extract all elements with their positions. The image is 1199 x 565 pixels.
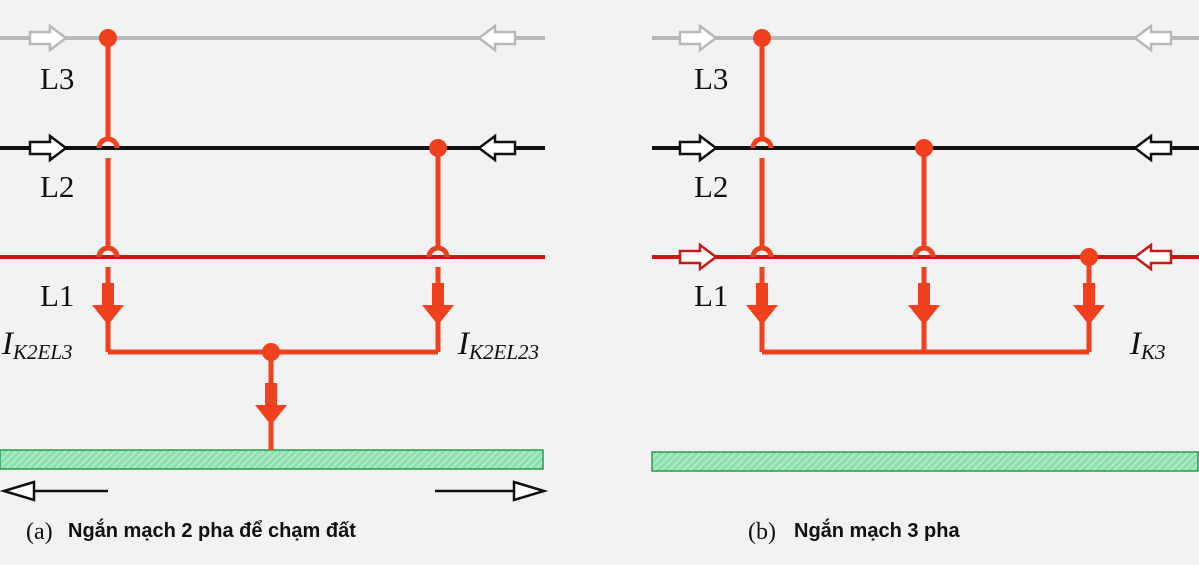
phase-label-l3: L3 — [40, 61, 74, 96]
current-label: IK3 — [1129, 326, 1166, 364]
caption-title: Ngắn mạch 2 pha để chạm đất — [68, 518, 356, 542]
caption-prefix: (b) — [748, 519, 776, 545]
ground-plane — [0, 449, 544, 470]
caption-prefix: (a) — [26, 519, 53, 545]
ground-plane — [651, 451, 1199, 472]
phase-label-l3: L3 — [694, 61, 728, 96]
caption-title: Ngắn mạch 3 pha — [794, 518, 960, 542]
phase-label-l1: L1 — [694, 278, 728, 313]
hollow-arrow-icon — [678, 133, 1173, 163]
phase-label-l2: L2 — [694, 169, 728, 204]
hollow-arrow-icon — [28, 133, 517, 163]
hollow-arrow-icon — [678, 242, 1173, 272]
current-label-left: IK2EL3 — [1, 326, 73, 364]
junction-dot-icon — [99, 29, 447, 361]
solid-arrow-down-icon — [92, 283, 454, 425]
solid-arrow-down-icon — [746, 283, 1105, 325]
hollow-arrow-icon — [0, 480, 549, 502]
current-label-right: IK2EL23 — [457, 326, 539, 364]
junction-dot-icon — [753, 29, 1098, 266]
hollow-arrow-icon — [28, 23, 517, 53]
phase-label-l2: L2 — [40, 169, 74, 204]
hollow-arrow-icon — [678, 23, 1173, 53]
panel-a: L3 L2 L1 IK2EL3 IK2EL23 (a) Ngắn mạch 2 … — [0, 23, 549, 545]
panel-b: L3 L2 L1 IK3 (b) Ngắn mạch 3 pha — [651, 23, 1199, 545]
phase-label-l1: L1 — [40, 278, 74, 313]
